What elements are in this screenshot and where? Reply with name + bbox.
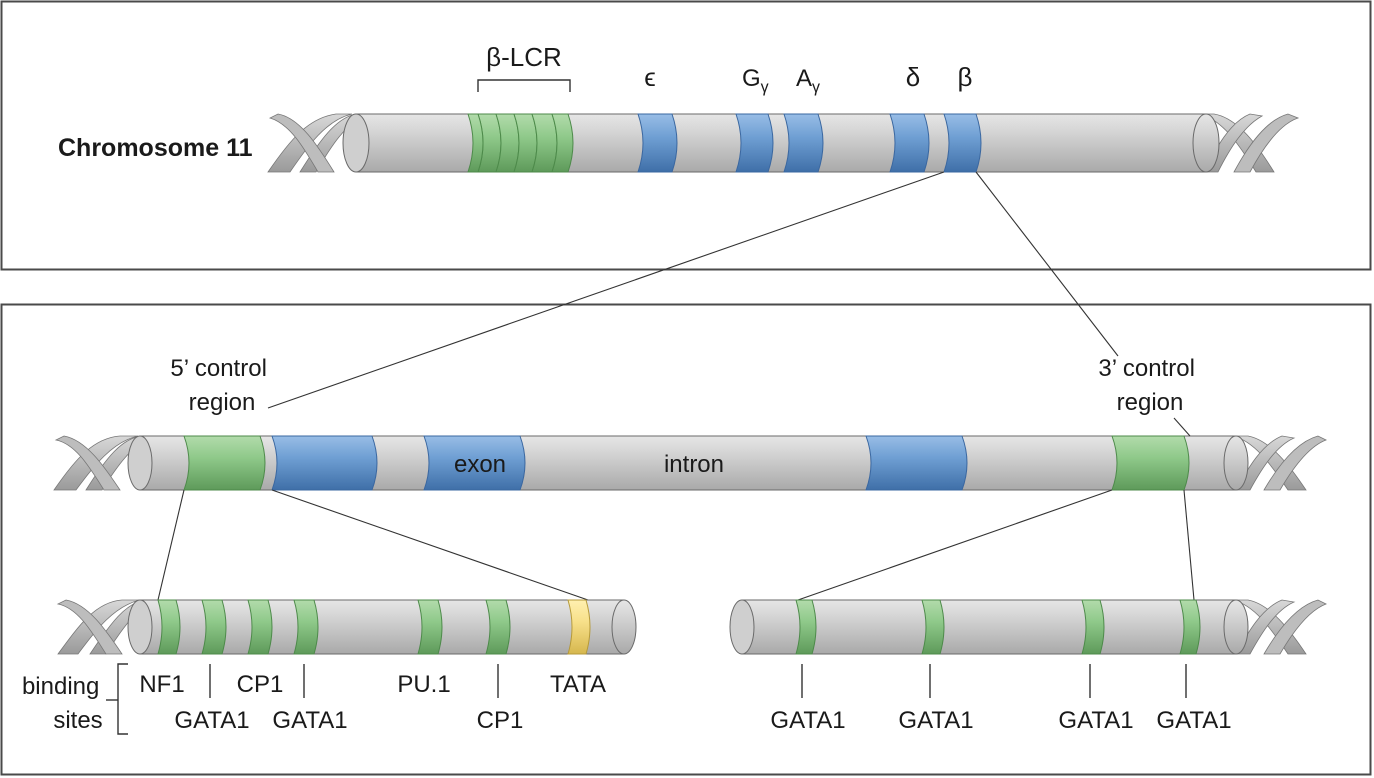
site-3p-gata1-c-band: [1081, 599, 1105, 655]
site-cp1-a-band: [247, 599, 273, 655]
site-nf1-band: [157, 599, 181, 655]
binding-sites-label: binding sites: [22, 673, 106, 734]
exon-3-band: [865, 435, 968, 491]
site-gata1-a-band: [201, 599, 227, 655]
exon-2-band: [423, 435, 526, 491]
site-label-gata1-b: GATA1: [272, 707, 347, 734]
gene-label-delta: δ: [906, 62, 920, 92]
gene-g-gamma-band: [735, 113, 774, 173]
beta-lcr-bands: [467, 113, 574, 173]
five-prime-control-label: 5’ control region: [170, 355, 273, 416]
zoom-five-prime-right: [271, 489, 589, 601]
site-3p-gata1-a-band: [795, 599, 817, 655]
site-label-gata1-a: GATA1: [174, 707, 249, 734]
site-label-cp1-a: CP1: [237, 671, 284, 698]
chromosome-label: Chromosome 11: [58, 134, 253, 162]
site-label-tata: TATA: [550, 671, 606, 698]
site-label-3p-gata1-c: GATA1: [1058, 707, 1133, 734]
site-cp1-b-band: [485, 599, 511, 655]
three-prime-control-region-band: [1111, 435, 1190, 491]
site-label-pu1: PU.1: [397, 671, 450, 698]
site-label-3p-gata1-a: GATA1: [770, 707, 845, 734]
lcr-bracket: [477, 79, 571, 92]
beta-gene-detail-cylinder: [53, 435, 1327, 491]
zoom-three-prime-left: [797, 489, 1113, 601]
site-label-nf1: NF1: [139, 671, 184, 698]
gene-beta-band: [943, 113, 982, 173]
three-prime-label-leader: [1173, 417, 1191, 437]
gene-label-g-gamma: Gγ: [742, 65, 769, 96]
chromosome-11-cylinder: [267, 113, 1300, 173]
site-3p-gata1-b-band: [921, 599, 945, 655]
zoom-line-right: [975, 171, 1119, 357]
site-gata1-b-band: [293, 599, 319, 655]
exon-1-band: [271, 435, 378, 491]
lcr-label: β-LCR: [486, 42, 562, 72]
three-prime-control-cylinder: [729, 599, 1327, 655]
five-prime-control-cylinder: [56, 599, 637, 655]
gene-right-helix: [1231, 435, 1327, 491]
three-prime-right-helix: [1231, 599, 1327, 655]
five-prime-control-region-band: [183, 435, 266, 491]
gene-label-beta: β: [958, 62, 973, 92]
site-pu1-band: [417, 599, 443, 655]
three-prime-control-label: 3’ control region: [1098, 355, 1201, 416]
gene-epsilon-band: [637, 113, 678, 173]
five-prime-left-helix: [56, 599, 157, 655]
site-3p-gata1-d-band: [1179, 599, 1201, 655]
site-label-cp1-b: CP1: [477, 707, 524, 734]
bottom-panel-frame: [0, 303, 1372, 776]
binding-sites-bracket: [117, 663, 128, 735]
zoom-five-prime-left: [157, 489, 185, 601]
site-tata-band: [567, 599, 591, 655]
gene-label-a-gamma: Aγ: [796, 65, 820, 96]
globin-gene-bands: [637, 113, 982, 173]
gene-left-helix: [53, 435, 155, 491]
chromosome-right-helix: [1197, 113, 1300, 173]
site-label-3p-gata1-b: GATA1: [898, 707, 973, 734]
site-label-3p-gata1-d: GATA1: [1156, 707, 1231, 734]
zoom-line-left: [267, 171, 945, 409]
gene-a-gamma-band: [783, 113, 824, 173]
intron-label: intron: [664, 451, 724, 478]
gene-label-epsilon: ϵ: [644, 62, 656, 92]
top-panel-frame: [0, 0, 1372, 271]
zoom-three-prime-right: [1183, 489, 1195, 601]
exon-label: exon: [454, 451, 506, 478]
gene-delta-band: [889, 113, 930, 173]
